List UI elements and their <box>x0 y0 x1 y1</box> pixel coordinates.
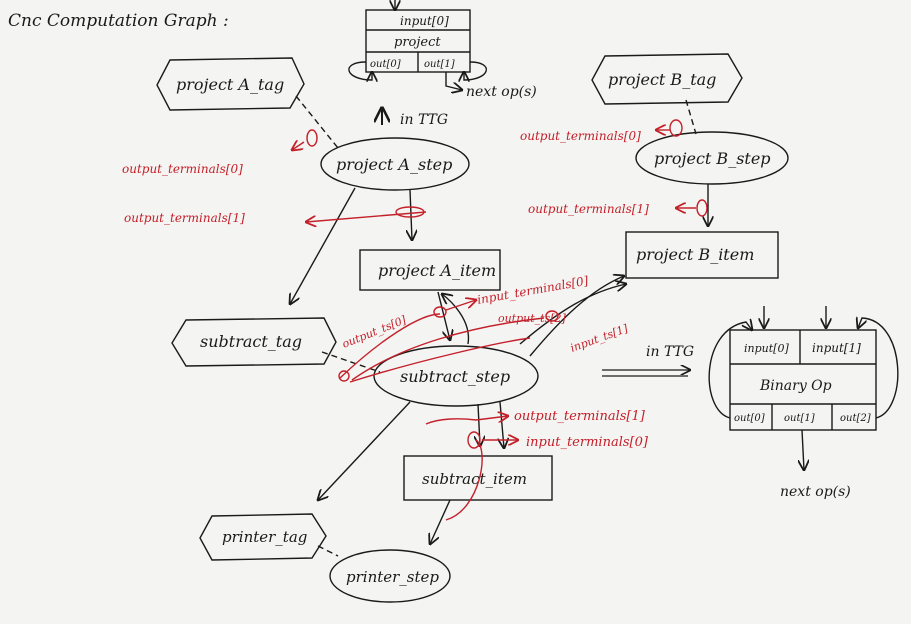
projectB-tag-label: project B_tag <box>608 70 716 89</box>
label-a-out0: output_terminals[0] <box>122 162 243 176</box>
unary-op-in-ttg: in TTG <box>400 112 448 128</box>
binary-op-next: next op(s) <box>780 484 851 500</box>
projectA-item-shape <box>359 249 501 291</box>
binary-op-out0: out[0] <box>734 413 765 424</box>
projectA-tag-shape <box>156 57 305 111</box>
projectA-tag-label: project A_tag <box>176 75 284 94</box>
label-sub-out1: output_terminals[1] <box>514 409 646 424</box>
unary-op-input: input[0] <box>400 14 449 28</box>
subtract-tag-label: subtract_tag <box>200 332 302 351</box>
subtract-step-label: subtract_step <box>400 367 510 386</box>
label-b-out1: output_terminals[1] <box>528 202 649 216</box>
binary-op-box <box>708 306 899 470</box>
subtract-step-shape <box>373 345 539 407</box>
unary-op-next: next op(s) <box>466 84 537 100</box>
unary-op-box <box>348 0 488 125</box>
projectB-step-label: project B_step <box>654 149 771 168</box>
page-title: Cnc Computation Graph : <box>8 11 229 31</box>
projectA-item-label: project A_item <box>378 261 496 280</box>
binary-op-in-ttg: in TTG <box>646 344 694 360</box>
projectB-item-label: project B_item <box>636 245 754 264</box>
printer-tag-shape <box>199 513 327 561</box>
label-b-out0: output_terminals[0] <box>520 129 641 143</box>
projectA-step-label: project A_step <box>336 155 452 174</box>
binary-op-name: Binary Op <box>759 378 832 394</box>
unary-op-name: project <box>394 35 441 50</box>
printer-tag-label: printer_tag <box>222 528 307 546</box>
subtract-tag-shape <box>171 317 337 367</box>
binary-op-out2: out[2] <box>840 413 871 424</box>
subtract-item-shape <box>403 455 553 501</box>
printer-step-label: printer_step <box>346 568 439 586</box>
subtract-item-label: subtract_item <box>422 470 527 488</box>
projectA-step-shape <box>320 137 470 191</box>
unary-op-out0: out[0] <box>370 59 401 70</box>
projectB-tag-shape <box>591 53 743 105</box>
label-sub-in-term0: input_terminals[0] <box>526 435 649 450</box>
printer-step-shape <box>329 549 451 603</box>
projectB-item-shape <box>625 231 779 279</box>
binary-op-input0: input[0] <box>744 342 789 355</box>
red-edges <box>292 119 708 521</box>
projectB-step-shape <box>635 131 789 185</box>
black-edges <box>290 95 708 557</box>
label-a-out1: output_terminals[1] <box>124 211 245 225</box>
binary-op-out1: out[1] <box>784 413 815 424</box>
binary-op-input1: input[1] <box>812 341 861 355</box>
label-sub-in-ts1: input_ts[1] <box>569 322 631 355</box>
label-sub-out-ts2: output_ts[2] <box>498 312 567 325</box>
unary-op-out1: out[1] <box>424 59 455 70</box>
